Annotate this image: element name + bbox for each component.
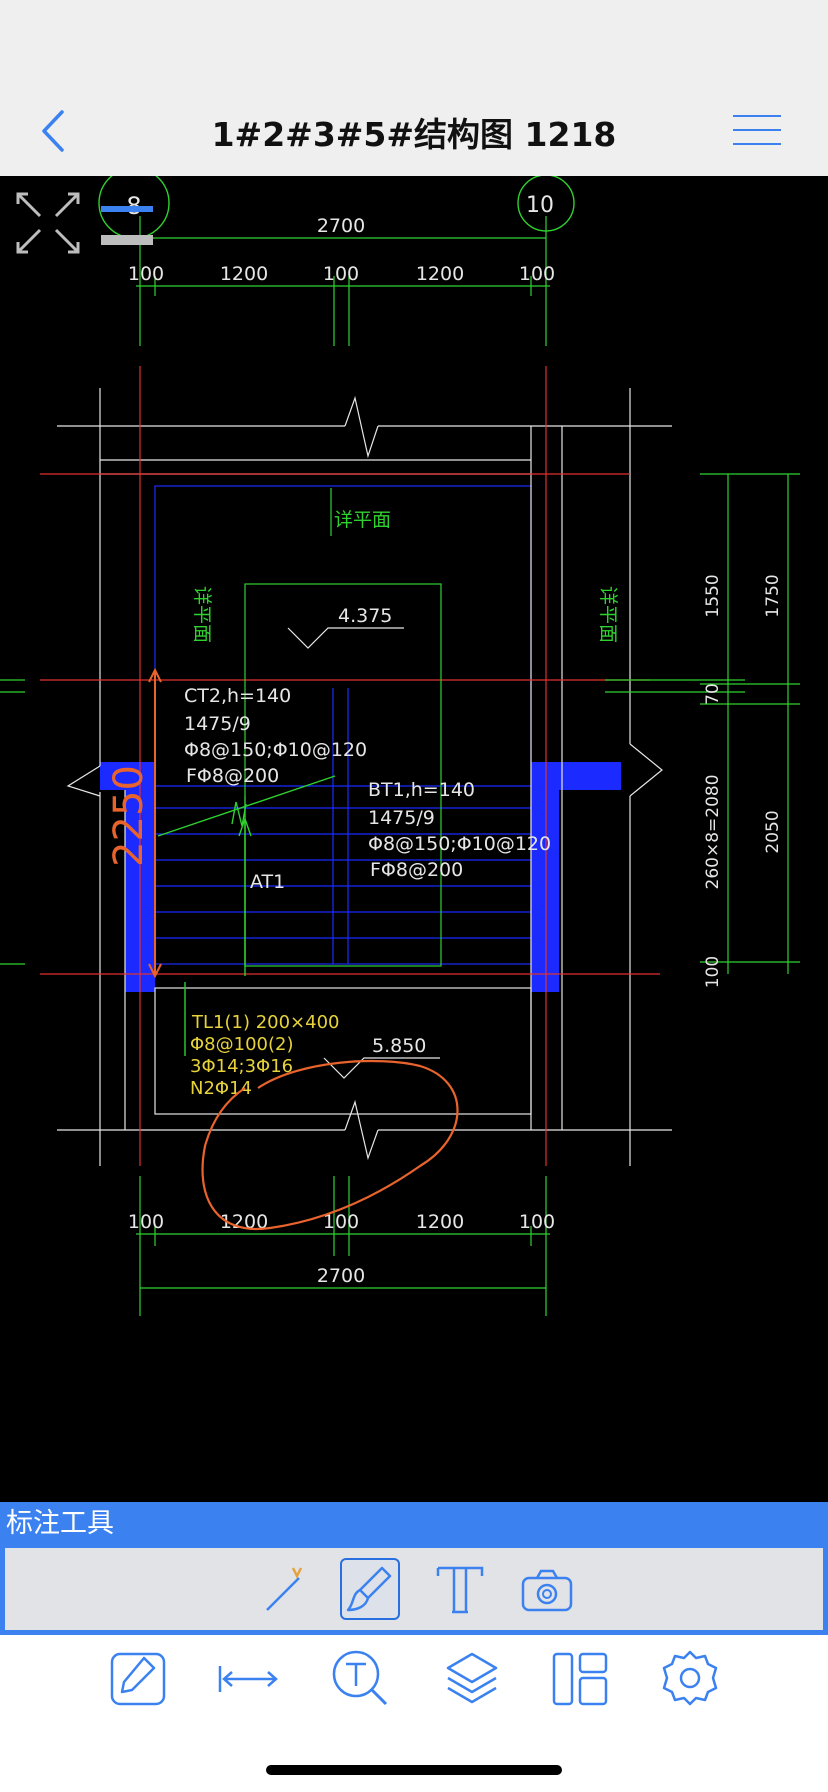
zoom-in-control[interactable]: [101, 206, 153, 212]
text-search-button[interactable]: [330, 1648, 390, 1708]
dim-right-treads: 260×8=2080: [703, 774, 723, 889]
annotation-tool-strip: [5, 1548, 823, 1630]
note-top: 详平面: [334, 509, 391, 531]
dim-top-1: 100: [128, 263, 164, 285]
dim-top-2: 1200: [220, 263, 268, 285]
measure-button[interactable]: [218, 1648, 284, 1708]
page-title: 1#2#3#5#结构图 1218: [211, 115, 617, 154]
dim-top-3: 100: [323, 263, 359, 285]
svg-text:Φ8@150;Φ10@120: Φ8@150;Φ10@120: [368, 833, 551, 855]
line-tool[interactable]: [257, 1558, 317, 1620]
dim-bottom-4: 1200: [416, 1211, 464, 1233]
svg-text:TL1(1) 200×400: TL1(1) 200×400: [191, 1012, 340, 1033]
markup-ellipse[interactable]: [201, 1059, 459, 1231]
axis-label-10: 10: [526, 193, 554, 218]
back-button[interactable]: [30, 100, 80, 160]
line-tool-icon: [266, 1567, 303, 1611]
layers-icon: [446, 1652, 498, 1704]
note-left: 详平面: [191, 586, 213, 643]
edit-icon: [110, 1652, 166, 1706]
zoom-out-control[interactable]: [101, 235, 153, 245]
elevation-top: 4.375: [338, 605, 392, 627]
elevation-marker-top: [287, 627, 404, 649]
dim-right-1550: 1550: [703, 574, 723, 617]
text-tool[interactable]: [430, 1558, 490, 1620]
dim-top-4: 1200: [416, 263, 464, 285]
svg-text:Φ8@150;Φ10@120: Φ8@150;Φ10@120: [184, 739, 367, 761]
wall-right-column: [531, 762, 559, 992]
svg-text:FΦ8@200: FΦ8@200: [370, 859, 463, 881]
elevation-bottom: 5.850: [372, 1035, 426, 1057]
dim-right-1750: 1750: [763, 574, 783, 617]
header-bar: 1#2#3#5#结构图 1218: [0, 0, 828, 176]
fullscreen-icon[interactable]: [16, 192, 80, 254]
markup-dimension-text: 2250: [106, 765, 152, 867]
brush-tool-icon: [346, 1566, 392, 1612]
svg-text:1475/9: 1475/9: [184, 713, 251, 735]
dim-top-5: 100: [519, 263, 555, 285]
svg-text:BT1,h=140: BT1,h=140: [368, 779, 475, 801]
cad-drawing[interactable]: 8 10 2700 100 1200 100 1200 100 100 1200…: [0, 176, 828, 1502]
outline-lines: [57, 388, 672, 1166]
note-right: 详平面: [597, 586, 619, 643]
layout-icon: [552, 1652, 608, 1706]
dim-bottom-5: 100: [519, 1211, 555, 1233]
annotation-tool-panel: [0, 1546, 828, 1635]
bt1-annotation: BT1,h=140 1475/9 Φ8@150;Φ10@120 FΦ8@200: [368, 779, 551, 881]
search-text-icon: [332, 1650, 388, 1706]
dim-right-2050: 2050: [763, 810, 783, 853]
svg-text:1475/9: 1475/9: [368, 807, 435, 829]
measure-icon: [218, 1666, 284, 1692]
stair-arrow: [157, 775, 336, 1056]
edit-button[interactable]: [108, 1648, 168, 1708]
dim-bottom-1: 100: [128, 1211, 164, 1233]
drawing-canvas[interactable]: 8 10 2700 100 1200 100 1200 100 100 1200…: [0, 176, 828, 1502]
dim-right-100: 100: [703, 956, 723, 988]
text-tool-icon: [436, 1566, 484, 1614]
camera-tool[interactable]: [517, 1558, 577, 1620]
stair-label-at1: AT1: [250, 871, 285, 893]
axis-lines: [40, 366, 660, 1166]
chevron-left-icon: [42, 110, 64, 152]
axis-bubble-10: 10: [517, 176, 575, 232]
settings-button[interactable]: [660, 1648, 720, 1708]
svg-text:Φ8@100(2): Φ8@100(2): [190, 1034, 293, 1055]
hamburger-menu-icon: [733, 115, 781, 145]
dim-bottom-total: 2700: [317, 1265, 365, 1287]
layout-button[interactable]: [550, 1648, 610, 1708]
dim-right-70: 70: [703, 683, 723, 705]
svg-text:3Φ14;3Φ16: 3Φ14;3Φ16: [190, 1056, 293, 1077]
home-indicator: [266, 1765, 562, 1775]
camera-icon: [521, 1569, 573, 1612]
ct2-annotation: CT2,h=140 1475/9 Φ8@150;Φ10@120 FΦ8@200: [184, 685, 367, 787]
menu-button[interactable]: [725, 106, 789, 154]
layers-button[interactable]: [442, 1648, 502, 1708]
dim-top-total: 2700: [317, 215, 365, 237]
settings-icon: [662, 1650, 718, 1706]
elevation-marker-bottom: [323, 1057, 440, 1079]
annotation-tools-title: 标注工具: [0, 1502, 828, 1546]
svg-text:CT2,h=140: CT2,h=140: [184, 685, 291, 707]
dim-bottom-3: 100: [323, 1211, 359, 1233]
dim-bottom-2: 1200: [220, 1211, 268, 1233]
markup-dimension[interactable]: [148, 667, 162, 979]
tl1-annotation: TL1(1) 200×400 Φ8@100(2) 3Φ14;3Φ16 N2Φ14: [190, 1012, 340, 1099]
brush-tool[interactable]: [340, 1558, 400, 1620]
svg-text:FΦ8@200: FΦ8@200: [186, 765, 279, 787]
